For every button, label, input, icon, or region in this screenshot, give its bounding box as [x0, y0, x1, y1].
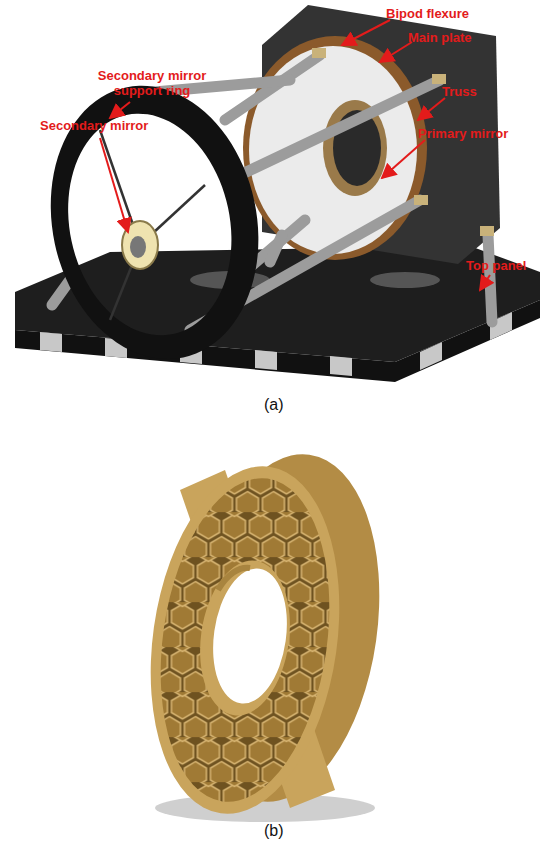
figure-caption: (a) [264, 396, 284, 414]
part-label: Truss [442, 84, 477, 99]
part-label: Main plate [408, 30, 472, 45]
figure-caption: (b) [264, 822, 284, 840]
part-label: Secondary mirror support ring [92, 68, 212, 98]
part-label: Top panel [466, 258, 526, 273]
part-label: Bipod flexure [386, 6, 469, 21]
part-label: Primary mirror [418, 126, 508, 141]
part-label: Secondary mirror [40, 118, 148, 133]
